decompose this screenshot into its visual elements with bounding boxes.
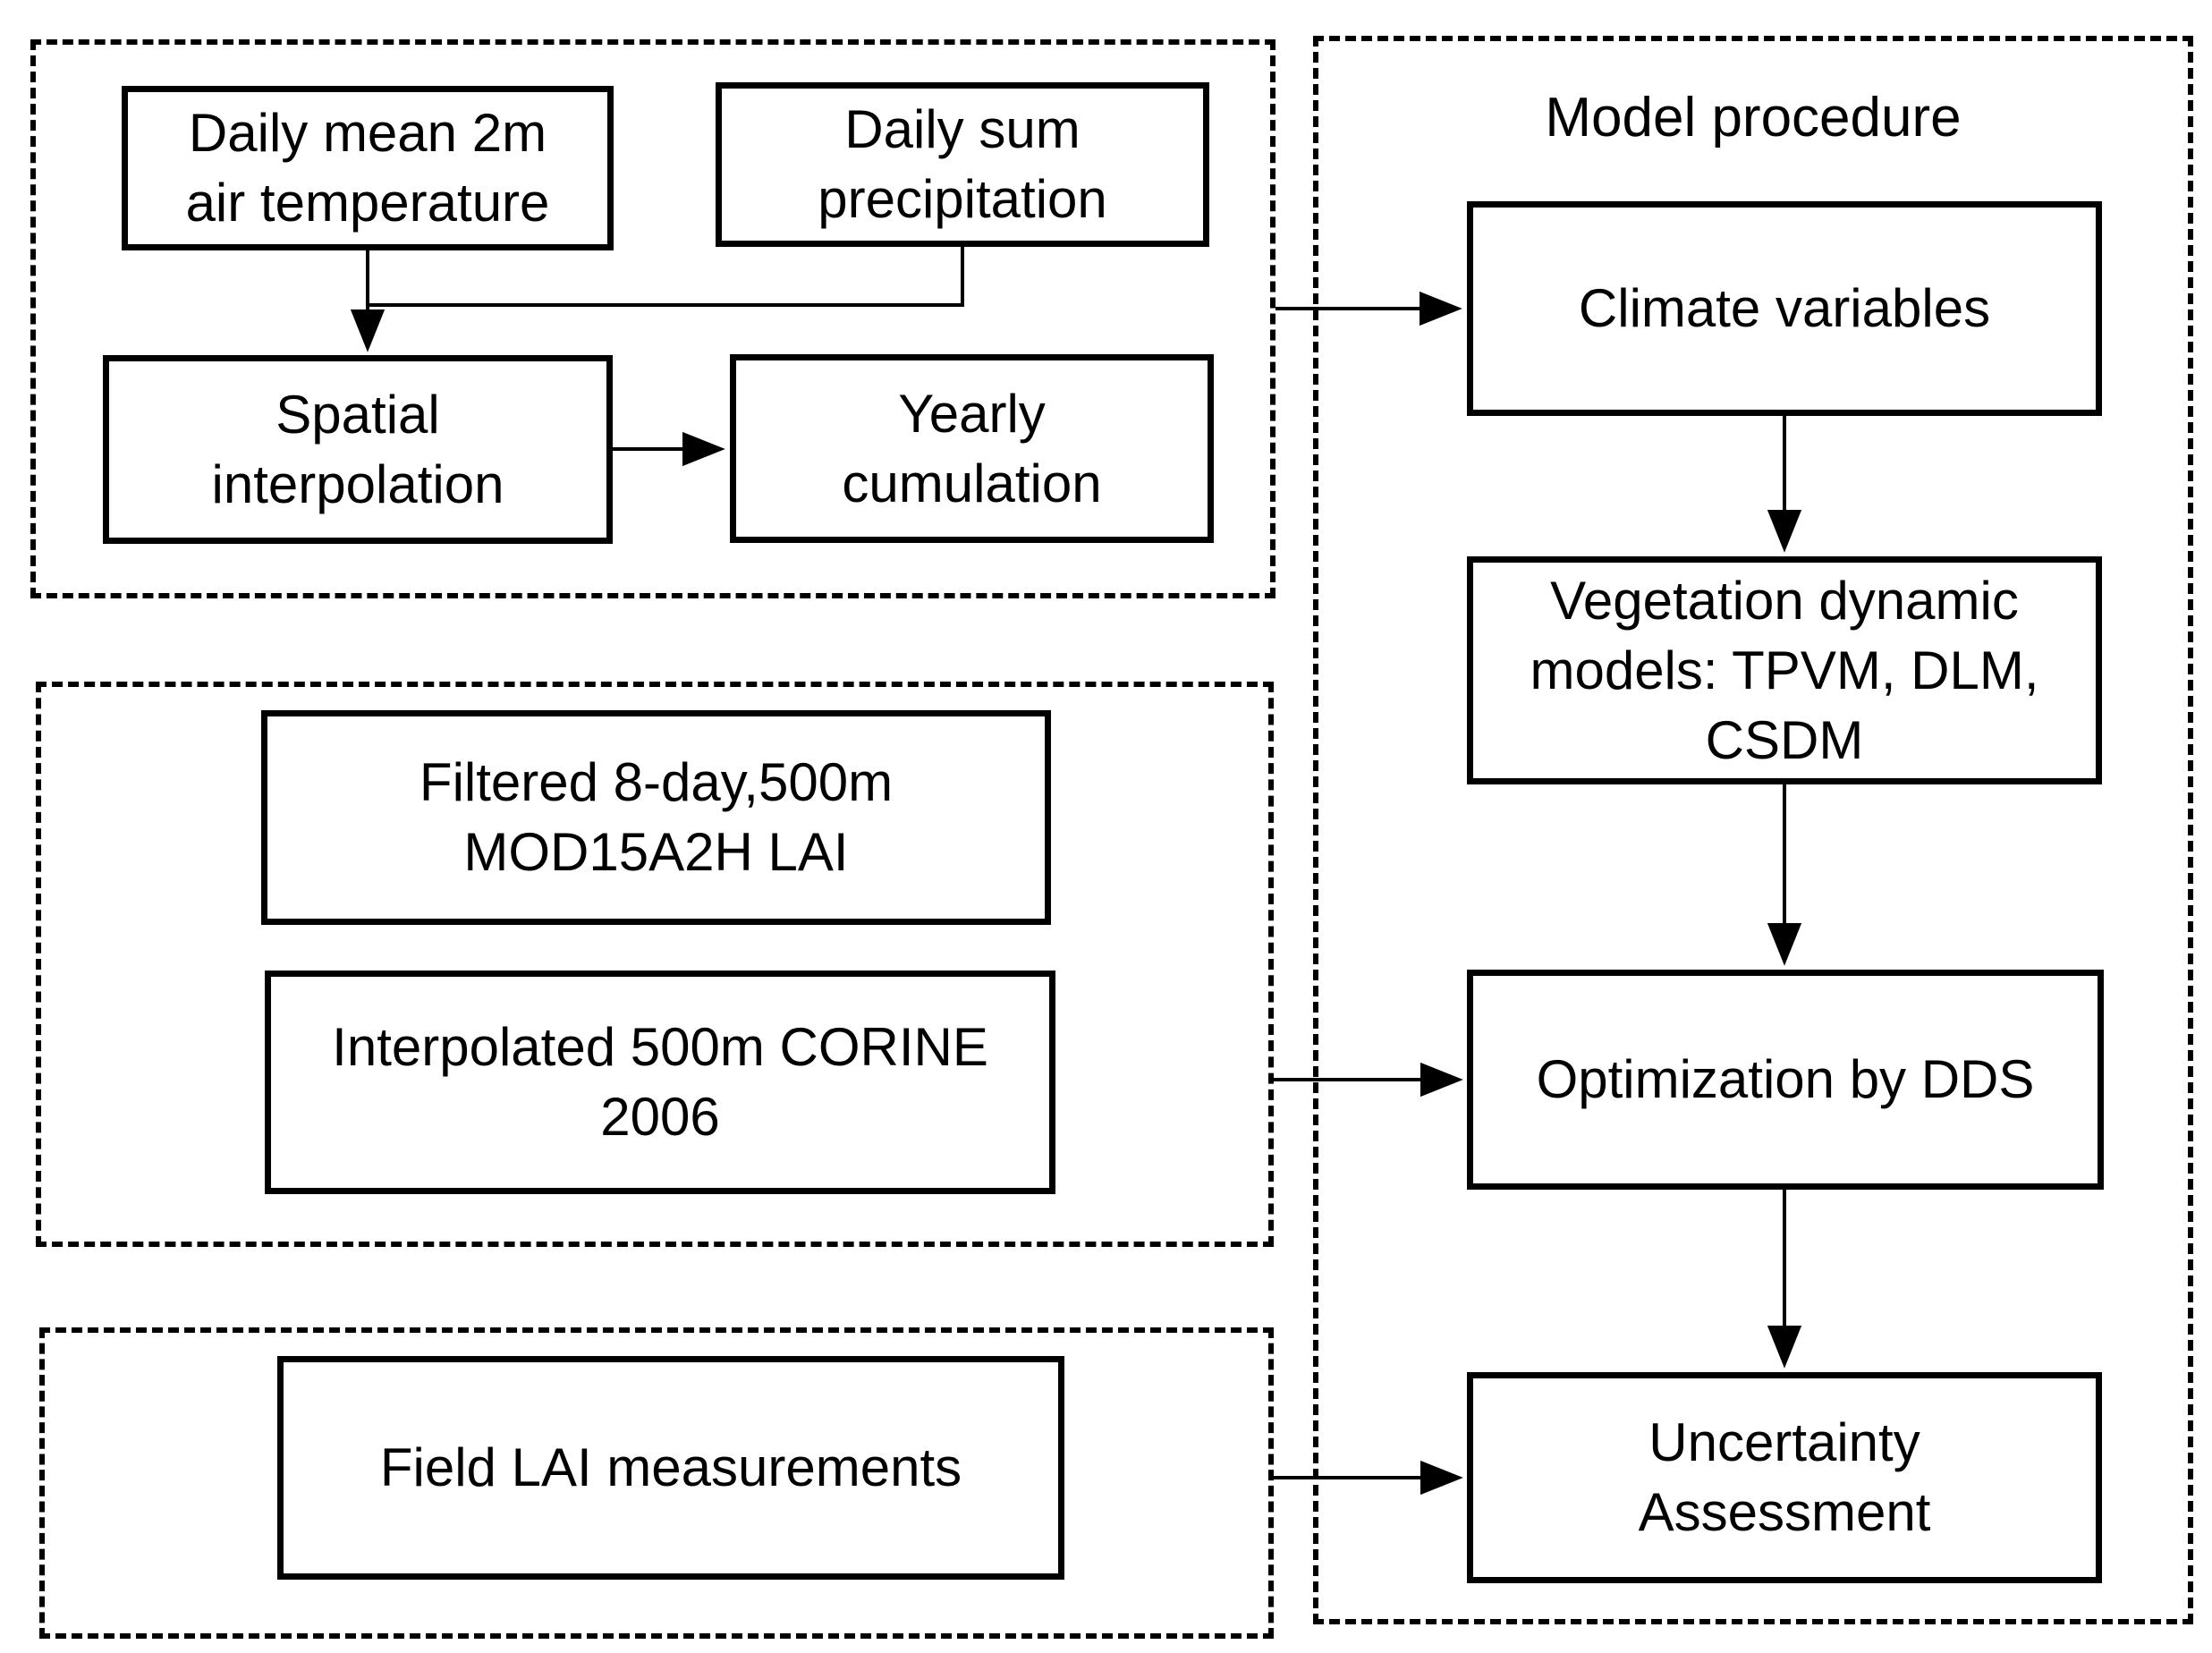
group-climate-inputs: [30, 39, 1276, 598]
node-field-lai-measurements: Field LAI measurements: [277, 1356, 1064, 1580]
node-vegetation-dynamic-models: Vegetation dynamic models: TPVM, DLM, CS…: [1467, 556, 2102, 784]
group-satellite-inputs: [36, 682, 1274, 1247]
group-field-measurements: [39, 1327, 1274, 1639]
node-filtered-mod15a2h-lai: Filtered 8-day,500m MOD15A2H LAI: [261, 710, 1051, 925]
node-spatial-interpolation: Spatial interpolation: [103, 355, 613, 544]
node-optimization-by-dds: Optimization by DDS: [1467, 970, 2104, 1190]
group-model-procedure: [1313, 36, 2193, 1624]
model-procedure-title: Model procedure: [1545, 87, 1962, 148]
node-climate-variables: Climate variables: [1467, 201, 2102, 416]
node-daily-mean-temperature: Daily mean 2m air temperature: [122, 86, 614, 250]
node-interpolated-corine: Interpolated 500m CORINE 2006: [265, 971, 1055, 1194]
node-uncertainty-assessment: Uncertainty Assessment: [1467, 1372, 2102, 1583]
node-daily-sum-precipitation: Daily sum precipitation: [716, 82, 1209, 247]
node-yearly-cumulation: Yearly cumulation: [730, 354, 1214, 543]
